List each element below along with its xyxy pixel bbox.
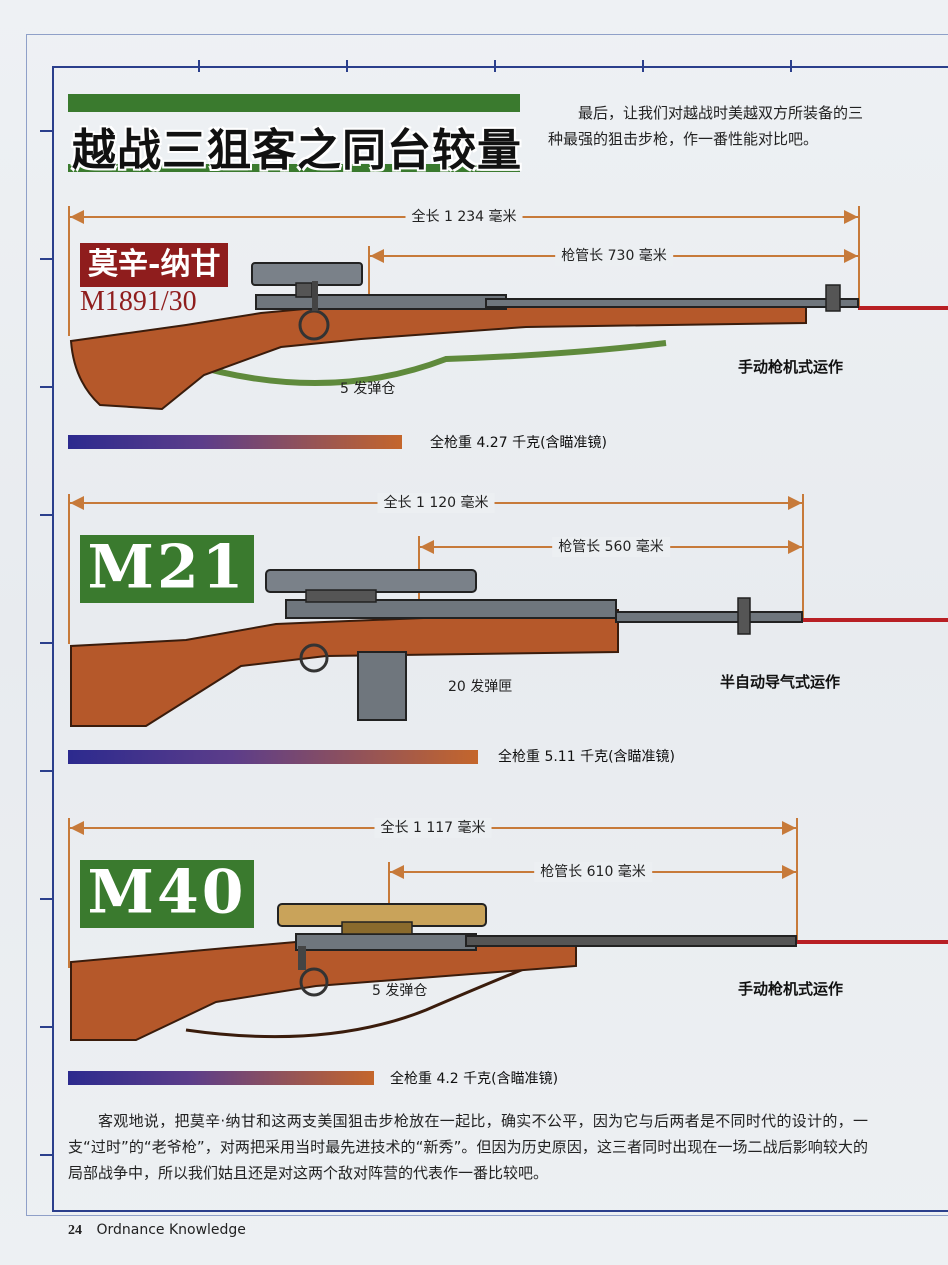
barrel-length-dimension: 枪管长 560 毫米 <box>420 537 802 557</box>
title-green-bar <box>68 94 520 112</box>
m40-rifle-illustration <box>70 903 797 1041</box>
intro-paragraph: 最后，让我们对越战时美越双方所装备的三种最强的狙击步枪，作一番性能对比吧。 <box>548 104 864 148</box>
overall-length-dimension: 全长 1 117 毫米 <box>70 818 796 838</box>
page-title: 越战三狙客之同台较量 <box>72 125 522 176</box>
operation-label: 手动枪机式运作 <box>738 358 844 376</box>
blueprint-inner-frame <box>52 66 948 1212</box>
dimension-extent-line <box>68 818 70 968</box>
reference-line <box>802 618 948 622</box>
weight-bar <box>68 435 402 449</box>
barrel-length-dimension: 枪管长 730 毫米 <box>370 246 858 266</box>
magazine-name: Ordnance Knowledge <box>96 1222 246 1238</box>
magazine-label: 5 发弹仓 <box>340 381 396 397</box>
frame-tick <box>494 60 496 72</box>
overall-length-label: 全长 1 117 毫米 <box>374 818 492 838</box>
rifle-name-cn: 莫辛-纳甘 <box>80 243 229 287</box>
receiver <box>255 294 507 310</box>
frame-tick <box>40 770 52 772</box>
overall-length-dimension: 全长 1 234 毫米 <box>70 207 858 227</box>
dimension-extent-line <box>68 206 70 336</box>
frame-tick <box>40 386 52 388</box>
weight-label: 全枪重 4.2 千克(含瞄准镜) <box>390 1071 559 1087</box>
rifle-name: M40 <box>87 857 247 928</box>
dimension-extent-line <box>796 818 798 942</box>
frame-tick <box>40 642 52 644</box>
scope-mount <box>305 589 377 603</box>
barrel-length-label: 枪管长 730 毫米 <box>555 246 673 266</box>
rifle-sling <box>185 340 667 387</box>
scope <box>251 262 363 286</box>
rifle-sling <box>185 958 547 1039</box>
frame-tick <box>40 1026 52 1028</box>
barrel-length-dimension: 枪管长 610 毫米 <box>390 862 796 882</box>
trigger-guard <box>299 643 329 673</box>
receiver <box>285 599 617 619</box>
receiver <box>295 933 477 951</box>
operation-label: 半自动导气式运作 <box>720 673 841 691</box>
barrel-length-label: 枪管长 610 毫米 <box>534 862 652 882</box>
overall-length-label: 全长 1 234 毫米 <box>405 207 523 227</box>
mosin-nagant-rifle-illustration <box>69 262 859 411</box>
reference-line <box>858 306 948 310</box>
frame-tick <box>642 60 644 72</box>
m21-rifle-illustration <box>70 569 803 727</box>
rifle-name-badge: M21 <box>80 532 254 603</box>
scope-mount <box>295 282 313 298</box>
bolt-handle <box>312 281 318 311</box>
front-sight <box>825 284 841 312</box>
magazine-label: 20 发弹匣 <box>448 679 513 695</box>
dimension-extent-line <box>858 206 860 306</box>
trigger-guard <box>299 967 329 997</box>
weight-label: 全枪重 5.11 千克(含瞄准镜) <box>498 749 675 765</box>
frame-tick <box>40 1154 52 1156</box>
dimension-extent-line <box>388 862 390 942</box>
dimension-extent-line <box>368 246 370 306</box>
frame-tick <box>346 60 348 72</box>
frame-tick <box>40 130 52 132</box>
barrel <box>615 611 803 623</box>
operation-label: 手动枪机式运作 <box>738 980 844 998</box>
page-title-block: 越战三狙客之同台较量 <box>68 94 522 178</box>
body-paragraph: 客观地说，把莫辛·纳甘和这两支美国狙击步枪放在一起比，确实不公平，因为它与后两者… <box>68 1112 868 1182</box>
page-footer: 24 Ordnance Knowledge <box>68 1222 246 1239</box>
bolt-handle <box>298 946 306 970</box>
title-green-bar <box>68 164 520 172</box>
blueprint-outer-frame <box>26 34 948 1216</box>
overall-length-label: 全长 1 120 毫米 <box>377 493 495 513</box>
barrel-length-label: 枪管长 560 毫米 <box>552 537 670 557</box>
rifle-stock <box>69 303 807 411</box>
page-number: 24 <box>68 1223 82 1238</box>
barrel <box>465 935 797 947</box>
frame-tick <box>198 60 200 72</box>
magazine-label: 5 发弹仓 <box>372 983 428 999</box>
barrel <box>485 298 859 308</box>
dimension-extent-line <box>802 494 804 618</box>
rifle-stock <box>70 608 619 727</box>
weight-bar <box>68 750 478 764</box>
frame-tick <box>790 60 792 72</box>
frame-tick <box>40 258 52 260</box>
box-magazine <box>357 651 407 721</box>
frame-tick <box>40 514 52 516</box>
scope-mount <box>341 921 413 935</box>
frame-tick <box>40 898 52 900</box>
reference-line <box>796 940 948 944</box>
rifle-name-badge: M40 <box>80 857 254 928</box>
rifle-stock <box>70 940 577 1041</box>
rifle-name: M21 <box>87 532 247 603</box>
rifle-name: M1891/30 <box>80 286 197 317</box>
dimension-extent-line <box>68 494 70 644</box>
scope <box>265 569 477 593</box>
front-sight <box>737 597 751 635</box>
weight-bar <box>68 1071 374 1085</box>
weight-label: 全枪重 4.27 千克(含瞄准镜) <box>430 435 607 451</box>
overall-length-dimension: 全长 1 120 毫米 <box>70 493 802 513</box>
